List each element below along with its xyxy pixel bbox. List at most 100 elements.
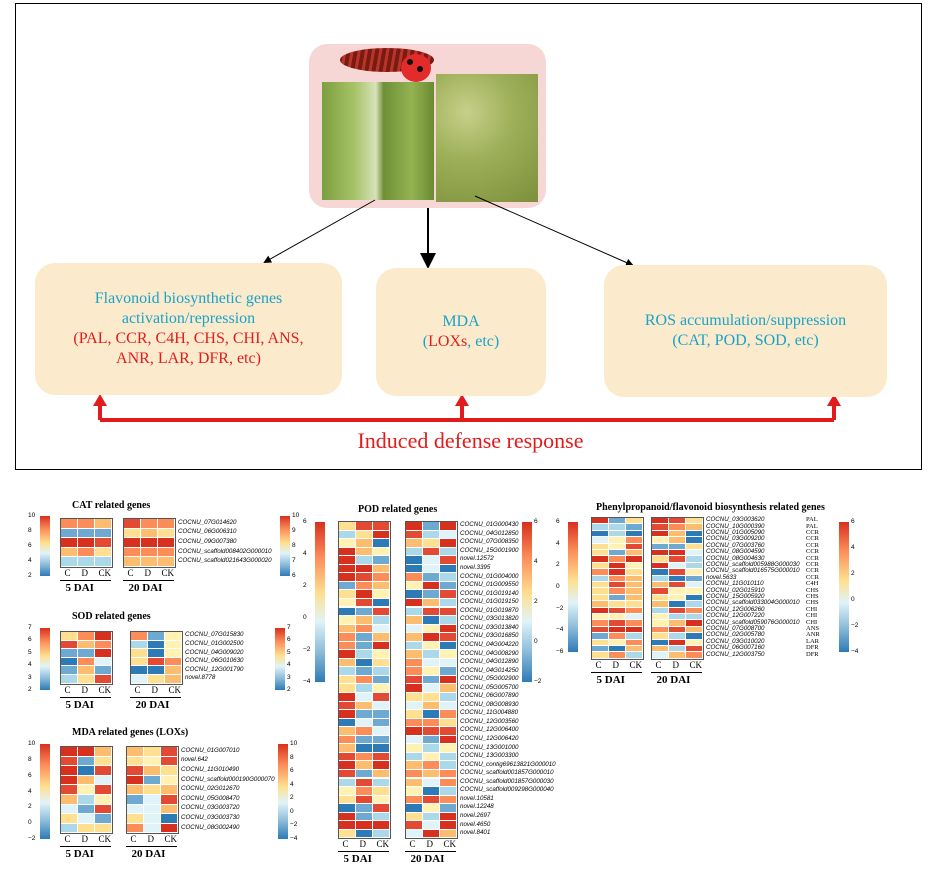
mda-cell: [61, 747, 77, 756]
pod-cell: [440, 693, 456, 701]
phe-cell: [669, 594, 685, 601]
mda-cell: [127, 747, 143, 756]
mda-dai-0: 5 DAI: [65, 848, 94, 861]
phe-gene-label: COCNU_02G015910: [706, 586, 765, 594]
pod-colorbar_right: [522, 522, 532, 682]
sod-gene-label: COCNU_07G015830: [185, 631, 244, 639]
pod-cell: [440, 675, 456, 684]
pod-cell: [423, 667, 439, 675]
cat-cell: [61, 519, 77, 528]
phe-cell: [652, 575, 668, 581]
sod-col-C: C: [64, 684, 71, 695]
phe-col-D: D: [672, 659, 680, 670]
phe-class-label: CCR: [806, 561, 820, 568]
cat-cell: [61, 528, 77, 538]
phe-class-label: CHS: [806, 593, 819, 600]
pod-cell: [406, 607, 422, 616]
sod-dai-0: 5 DAI: [65, 698, 94, 711]
pod-cell: [339, 769, 355, 778]
phe-cell: [609, 614, 625, 620]
sod-colorbar_right-tick: 6: [287, 636, 291, 644]
pod-cell: [423, 761, 439, 769]
phe-cell: [592, 550, 608, 556]
phe-cell: [626, 543, 642, 549]
mda-cell: [78, 814, 94, 823]
phe-class-label: DFR: [806, 644, 819, 652]
mda-colorbar_left-tick: 4: [28, 787, 32, 795]
mda-gene-label: COCNU_scaffold000190G000070: [181, 775, 275, 783]
phe-cell: [652, 639, 668, 645]
pod-cell: [373, 616, 389, 624]
pod-col-C: C: [409, 839, 416, 850]
phe-class-label: CCR: [806, 529, 820, 536]
sod-colorbar_right-tick: 3: [287, 673, 291, 681]
pod-gene-label: COCNU_04G014250: [460, 666, 519, 674]
mda-cell: [127, 804, 143, 814]
sod-cell: [78, 666, 94, 674]
phe-cell: [652, 652, 668, 658]
phe-colorbar_right-tick: −2: [851, 622, 859, 629]
phe-cell: [626, 518, 642, 524]
pod-gene-label: COCNU_11G004880: [460, 709, 519, 717]
sod-colorbar_left-tick: 2: [28, 686, 32, 693]
mda-cell: [161, 747, 177, 756]
pod-cell: [423, 556, 439, 564]
phe-colorbar_right-tick: 4: [851, 544, 855, 551]
pod-gene-label: novel.8401: [460, 829, 491, 837]
pod-cell: [356, 727, 372, 735]
sod-cell: [131, 657, 147, 666]
pod-cell: [373, 590, 389, 598]
phe-cell: [592, 620, 608, 626]
pod-gene-label: COCNU_13G003300: [460, 752, 519, 760]
pod-cell: [356, 598, 372, 607]
pod-cell: [423, 573, 439, 581]
pod-gene-label: COCNU_01G000430: [460, 521, 519, 529]
pod-gene-label: novel.12248: [460, 803, 494, 811]
phe-cell: [592, 537, 608, 543]
phe-cell: [609, 582, 625, 588]
mda-cell: [61, 823, 77, 833]
phe-cell: [686, 543, 702, 549]
pod-cell: [373, 581, 389, 590]
pod-cell: [406, 658, 422, 667]
sod-cell: [78, 632, 94, 640]
pod-cell: [440, 778, 456, 787]
pod-cell: [356, 624, 372, 633]
cat-cell: [61, 538, 77, 547]
pod-cell: [339, 684, 355, 692]
mda-cell: [78, 766, 94, 775]
pod-colorbar_left-tick: −2: [303, 646, 311, 653]
sod-cell: [165, 675, 181, 683]
pod-cell: [373, 752, 389, 761]
sod-cell: [148, 666, 164, 674]
pod-cell: [406, 710, 422, 718]
phe-class-label: CCR: [806, 573, 820, 581]
pod-cell: [423, 829, 439, 838]
pod-cell: [423, 650, 439, 658]
mda-cell: [78, 775, 94, 785]
pod-cell: [356, 547, 372, 556]
pod-cell: [440, 547, 456, 556]
pod-cell: [356, 752, 372, 761]
phe-cell: [652, 543, 668, 549]
pod-gene-label: novel.2697: [460, 811, 491, 819]
phe-cell: [652, 620, 668, 626]
phe-cell: [686, 588, 702, 594]
cat-cell: [78, 547, 94, 557]
cat-cell: [78, 519, 94, 528]
sod-col-CK: CK: [98, 684, 112, 695]
sod-cell: [95, 640, 111, 649]
pod-cell: [356, 718, 372, 727]
sod-gene-label: COCNU_06G010630: [185, 657, 244, 665]
cat-col-D: D: [144, 568, 152, 578]
phe-col-C: C: [595, 659, 602, 670]
mda-cell: [95, 785, 111, 794]
pod-cell: [406, 804, 422, 812]
sod-colorbar_right: [275, 628, 285, 690]
pod-cell: [356, 761, 372, 769]
pod-cell: [373, 607, 389, 616]
pod-cell: [339, 607, 355, 616]
cat-cell: [124, 547, 140, 557]
pod-cell: [339, 598, 355, 607]
phe-cell: [652, 562, 668, 569]
